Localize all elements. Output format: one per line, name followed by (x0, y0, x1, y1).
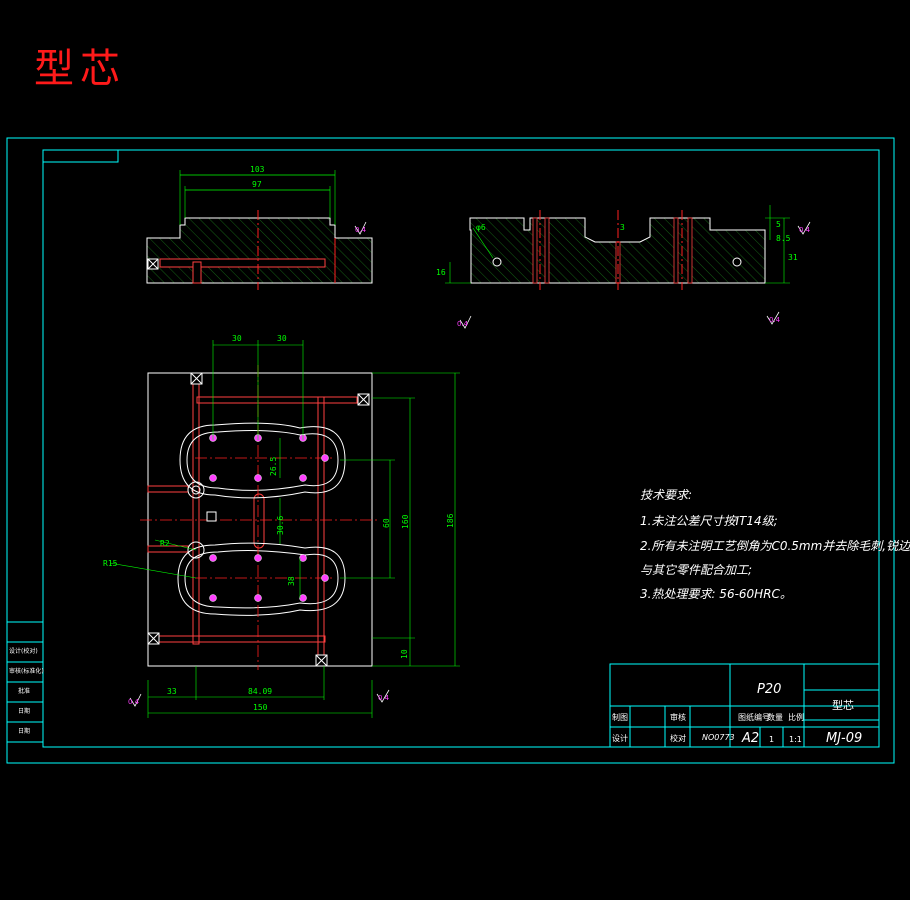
part-name-label: 型芯 (832, 699, 854, 712)
dim-38: 38 (287, 576, 296, 586)
tech-req-heading: 技术要求: (640, 488, 693, 502)
tb-qty: 数量 (767, 713, 783, 722)
dim-97: 97 (252, 180, 262, 189)
plan-view (109, 340, 460, 718)
inner-border (42, 149, 880, 748)
roughness-1: 0.4 (355, 226, 367, 234)
tb-count: 1 (769, 735, 775, 744)
dim-30-right: 30 (277, 334, 287, 343)
side-label-5: 日期 (18, 728, 31, 735)
corner-box (42, 149, 119, 163)
tb-scale: 1:1 (789, 735, 802, 744)
dim-84-09: 84.09 (248, 687, 272, 696)
drawing-number: MJ-09 (826, 731, 863, 746)
dim-8-5: 8.5 (776, 234, 791, 243)
dim-phi6: φ6 (476, 223, 486, 232)
front-section-view (146, 170, 373, 290)
side-label-3: 批准 (18, 688, 31, 695)
tech-req-item-4: 3.热处理要求: 56-60HRC。 (640, 587, 792, 601)
title-block (609, 663, 880, 748)
tb-check: 审核 (670, 713, 686, 722)
roughness-5: 0.4 (128, 698, 140, 706)
dim-160: 160 (401, 514, 410, 529)
tb-code: NO0773 (702, 733, 735, 742)
roughness-6: 0.4 (378, 694, 390, 702)
sheet-size: A2 (742, 731, 760, 746)
dim-30-6: 30.6 (276, 516, 285, 535)
side-label-1: 设计(校对) (9, 648, 38, 655)
dim-r2: R2 (160, 539, 170, 548)
drawing-title: 型芯 (34, 46, 126, 92)
roughness-4: 0.4 (769, 316, 781, 324)
outer-border (6, 137, 895, 764)
tb-ratio: 比例 (788, 713, 804, 722)
dim-5: 5 (776, 220, 781, 229)
tech-req-item-2: 2.所有未注明工艺倒角为C0.5mm并去除毛刺,锐边 (640, 539, 910, 553)
dim-r15: R15 (103, 559, 118, 568)
tech-req-item-3: 与其它零件配合加工; (640, 563, 753, 577)
dim-10: 10 (400, 649, 409, 659)
tb-drawn: 制图 (612, 713, 628, 722)
tb-design: 设计 (612, 734, 628, 743)
dim-31: 31 (788, 253, 798, 262)
roughness-3: 0.4 (457, 320, 469, 328)
roughness-2: 0.4 (799, 226, 811, 234)
dim-186: 186 (446, 513, 455, 528)
dim-26-5: 26.5 (269, 457, 278, 476)
roughness-symbols (129, 221, 811, 707)
tb-review: 校对 (670, 734, 686, 743)
dim-60: 60 (382, 518, 391, 528)
dim-103: 103 (250, 165, 265, 174)
dim-150: 150 (253, 703, 268, 712)
tech-req-item-1: 1.未注公差尺寸按IT14级; (640, 514, 778, 528)
dim-30-left: 30 (232, 334, 242, 343)
material-label: P20 (757, 682, 782, 697)
side-strip (6, 621, 44, 743)
side-label-2: 审核(标准化) (9, 668, 44, 675)
dim-33: 33 (167, 687, 177, 696)
side-label-4: 日期 (18, 708, 31, 715)
dim-16: 16 (436, 268, 446, 277)
tb-school: 图纸编号 (738, 713, 770, 722)
side-section-view (445, 205, 790, 290)
dim-3: 3 (620, 223, 625, 232)
